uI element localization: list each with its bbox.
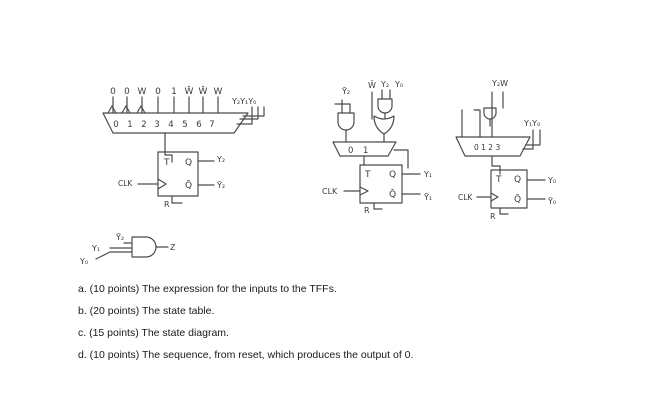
tff1-clk: CLK	[118, 179, 133, 188]
question-a: a. (10 points) The expression for the in…	[78, 283, 337, 295]
c3-and-gate	[483, 107, 497, 120]
mux1-sel-7: 7	[209, 120, 214, 130]
gate-input-y0: Y₀	[79, 257, 88, 266]
and-gate-body	[131, 236, 157, 258]
output-gate: Ȳ₂ Y₁ Y₀ Z	[79, 232, 176, 266]
tff2-out-qbar: Ȳ₁	[423, 192, 432, 202]
mux2-num-1: 1	[363, 146, 368, 156]
tff3-out-q: Y₀	[547, 176, 556, 185]
tff1-clock-triangle	[157, 178, 167, 190]
tff1-q-label: Q	[185, 158, 192, 168]
tff3-box	[490, 169, 528, 209]
c2-label-y0: Y₀	[394, 80, 403, 89]
tff2-clock-triangle	[359, 186, 369, 196]
mux2-num-0: 0	[348, 146, 353, 156]
mux1-sel-0: 0	[113, 120, 118, 130]
mux1-input-2: W	[138, 87, 147, 97]
question-d: d. (10 points) The sequence, from reset,…	[78, 349, 414, 361]
gate-output-z: Z	[170, 243, 176, 252]
mux3-body	[455, 136, 531, 157]
gate-input-y1: Y₁	[91, 244, 100, 253]
tff3-clock-triangle	[490, 192, 499, 202]
tff3-q-label: Q	[514, 175, 521, 185]
tff3-clk: CLK	[458, 193, 473, 202]
mux1-sel-2: 2	[141, 120, 146, 130]
mux1-sel-5: 5	[182, 120, 187, 130]
c2-and-gate	[337, 112, 355, 131]
mux1-input-1: 0	[124, 87, 130, 97]
question-list: a. (10 points) The expression for the in…	[78, 278, 413, 366]
mux1-sel-4: 4	[168, 120, 173, 130]
circuit-3: Y₂W 0 1 2 3 Y₁Y₀ T Q Q̄ Y₀ Ȳ₀ CLK	[455, 79, 556, 221]
c2-label-y2: Y₂	[380, 80, 389, 89]
mux2-body	[332, 141, 397, 157]
tff2-q-label: Q	[389, 170, 396, 180]
tff3-out-qbar: Ȳ₀	[547, 196, 556, 206]
mux1-input-7: W	[214, 87, 223, 97]
mux1-input-5: W̄	[185, 85, 194, 97]
mux1-input-6: W̄	[199, 85, 208, 97]
tff2-clk: CLK	[322, 187, 338, 196]
c2-or-gate	[373, 115, 395, 135]
tff1-out-q: Y₂	[216, 155, 225, 164]
c3-top-label: Y₂W	[491, 79, 508, 88]
c2-and-gate-2	[377, 98, 393, 114]
mux1-select-label: Y₂Y₁Y₀	[231, 97, 256, 106]
tff2-box	[359, 164, 403, 204]
mux3-select-label: Y₁Y₀	[523, 119, 540, 128]
mux1-sel-3: 3	[154, 120, 159, 130]
question-c: c. (15 points) The state diagram.	[78, 327, 229, 339]
tff1-out-qbar: Ȳ₂	[216, 180, 225, 190]
tff1-reset: R	[164, 200, 170, 209]
tff2-t-label: T	[364, 170, 371, 180]
tff3-reset: R	[490, 212, 496, 221]
mux1-sel-6: 6	[196, 120, 201, 130]
question-b: b. (20 points) The state table.	[78, 305, 215, 317]
tff1-box	[157, 151, 199, 197]
gate-input-y2bar: Ȳ₂	[115, 232, 124, 242]
tff2-reset: R	[364, 206, 370, 215]
mux1-body	[102, 112, 249, 134]
tff1-t-label: T	[163, 158, 170, 168]
mux1-input-4: 1	[171, 87, 177, 97]
tff2-out-q: Y₁	[423, 170, 432, 179]
mux1-sel-1: 1	[127, 120, 132, 130]
tff2-qbar-label: Q̄	[389, 188, 396, 200]
mux3-numbers: 0 1 2 3	[474, 143, 500, 152]
tff3-qbar-label: Q̄	[514, 193, 521, 205]
mux1-input-0: 0	[110, 87, 116, 97]
c2-label-wbar: W̄	[368, 80, 376, 90]
circuit-2: Ȳ₂ W̄ Y₂ Y₀ 0 1 T	[322, 80, 432, 215]
circuit-1: 0 0 W 0 1 W̄ W̄ W 0 1 2 3 4 5 6 7	[102, 85, 265, 209]
tff3-t-label: T	[495, 175, 502, 185]
c2-label-y2bar: Ȳ₂	[341, 86, 350, 96]
tff1-qbar-label: Q̄	[185, 179, 192, 191]
mux1-input-3: 0	[155, 87, 161, 97]
